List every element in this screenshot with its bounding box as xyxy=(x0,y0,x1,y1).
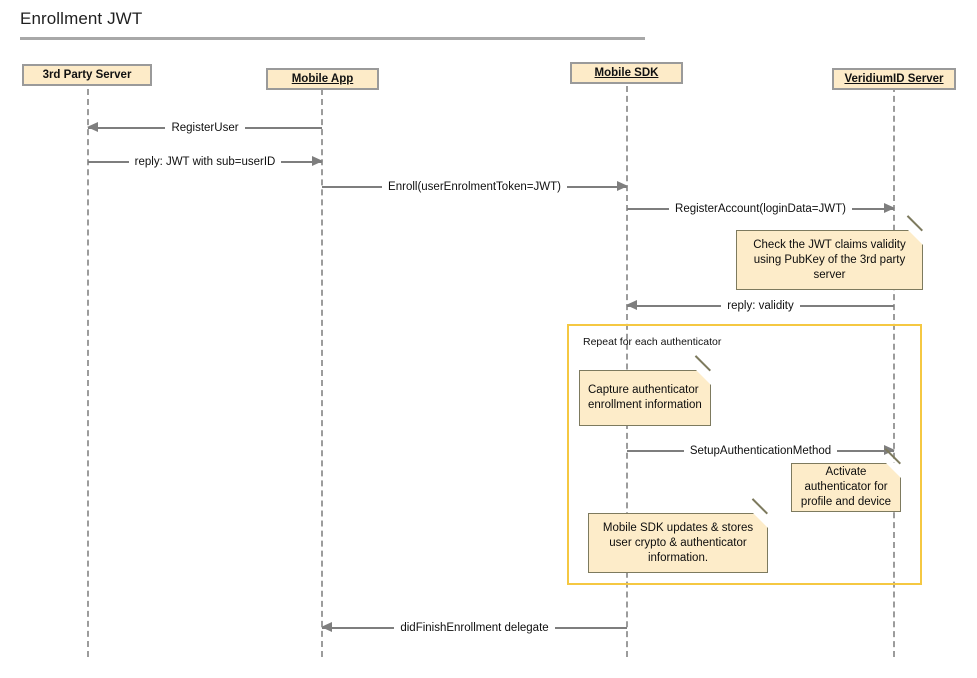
message-reply-jwt[interactable]: reply: JWT with sub=userID xyxy=(88,152,323,172)
lifeline-mobile-app xyxy=(321,89,323,657)
message-label: Enroll(userEnrolmentToken=JWT) xyxy=(322,177,627,197)
title-divider xyxy=(20,37,645,40)
participant-label: VeridiumID Server xyxy=(844,73,944,85)
participant-mobile-app[interactable]: Mobile App xyxy=(266,68,379,90)
note-text: Capture authenticator enrollment informa… xyxy=(588,384,702,411)
message-label: RegisterAccount(loginData=JWT) xyxy=(627,199,894,219)
note-fold-icon xyxy=(908,230,923,245)
message-setup-authentication-method[interactable]: SetupAuthenticationMethod xyxy=(627,441,895,461)
message-label: reply: validity xyxy=(627,296,894,316)
fragment-label: Repeat for each authenticator xyxy=(583,336,722,348)
message-reply-validity[interactable]: reply: validity xyxy=(626,296,894,316)
arrowhead-right-icon xyxy=(617,181,628,191)
arrowhead-right-icon xyxy=(884,203,895,213)
message-label: RegisterUser xyxy=(88,118,322,138)
lifeline-veridiumid-server xyxy=(893,86,895,657)
note-capture-authenticator: Capture authenticator enrollment informa… xyxy=(579,355,711,426)
fragment-repeat-for-each-authenticator xyxy=(567,324,922,585)
message-enroll[interactable]: Enroll(userEnrolmentToken=JWT) xyxy=(322,177,628,197)
arrowhead-right-icon xyxy=(884,445,895,455)
note-fold-icon xyxy=(696,370,711,385)
message-label: reply: JWT with sub=userID xyxy=(88,152,322,172)
message-label: SetupAuthenticationMethod xyxy=(627,441,894,461)
arrowhead-right-icon xyxy=(312,156,323,166)
arrowhead-left-icon xyxy=(87,122,98,132)
note-fold-line-icon xyxy=(907,215,923,232)
note-text: Activate authenticator for profile and d… xyxy=(800,466,892,508)
message-register-account[interactable]: RegisterAccount(loginData=JWT) xyxy=(627,199,895,219)
participant-veridiumid-server[interactable]: VeridiumID Server xyxy=(832,68,956,90)
note-fold-icon xyxy=(753,513,768,528)
participant-label: Mobile App xyxy=(291,73,354,85)
note-text: Check the JWT claims validity using PubK… xyxy=(753,238,906,281)
note-fold-icon xyxy=(886,463,901,478)
lifeline-third-party-server xyxy=(87,89,89,657)
message-label: didFinishEnrollment delegate xyxy=(322,618,627,638)
message-register-user[interactable]: RegisterUser xyxy=(87,118,322,138)
participant-label: 3rd Party Server xyxy=(42,69,132,81)
page-title: Enrollment JWT xyxy=(20,9,143,28)
note-check-jwt-claims: Check the JWT claims validity using PubK… xyxy=(736,215,923,290)
note-mobile-sdk-updates: Mobile SDK updates & stores user crypto … xyxy=(588,498,768,573)
participant-third-party-server[interactable]: 3rd Party Server xyxy=(22,64,152,86)
note-text: Mobile SDK updates & stores user crypto … xyxy=(602,521,754,564)
participant-mobile-sdk[interactable]: Mobile SDK xyxy=(570,62,683,84)
participant-label: Mobile SDK xyxy=(594,67,659,79)
note-activate-authenticator: Activate authenticator for profile and d… xyxy=(791,448,901,512)
arrowhead-left-icon xyxy=(626,300,637,310)
message-did-finish-enrollment[interactable]: didFinishEnrollment delegate xyxy=(321,618,627,638)
arrowhead-left-icon xyxy=(321,622,332,632)
